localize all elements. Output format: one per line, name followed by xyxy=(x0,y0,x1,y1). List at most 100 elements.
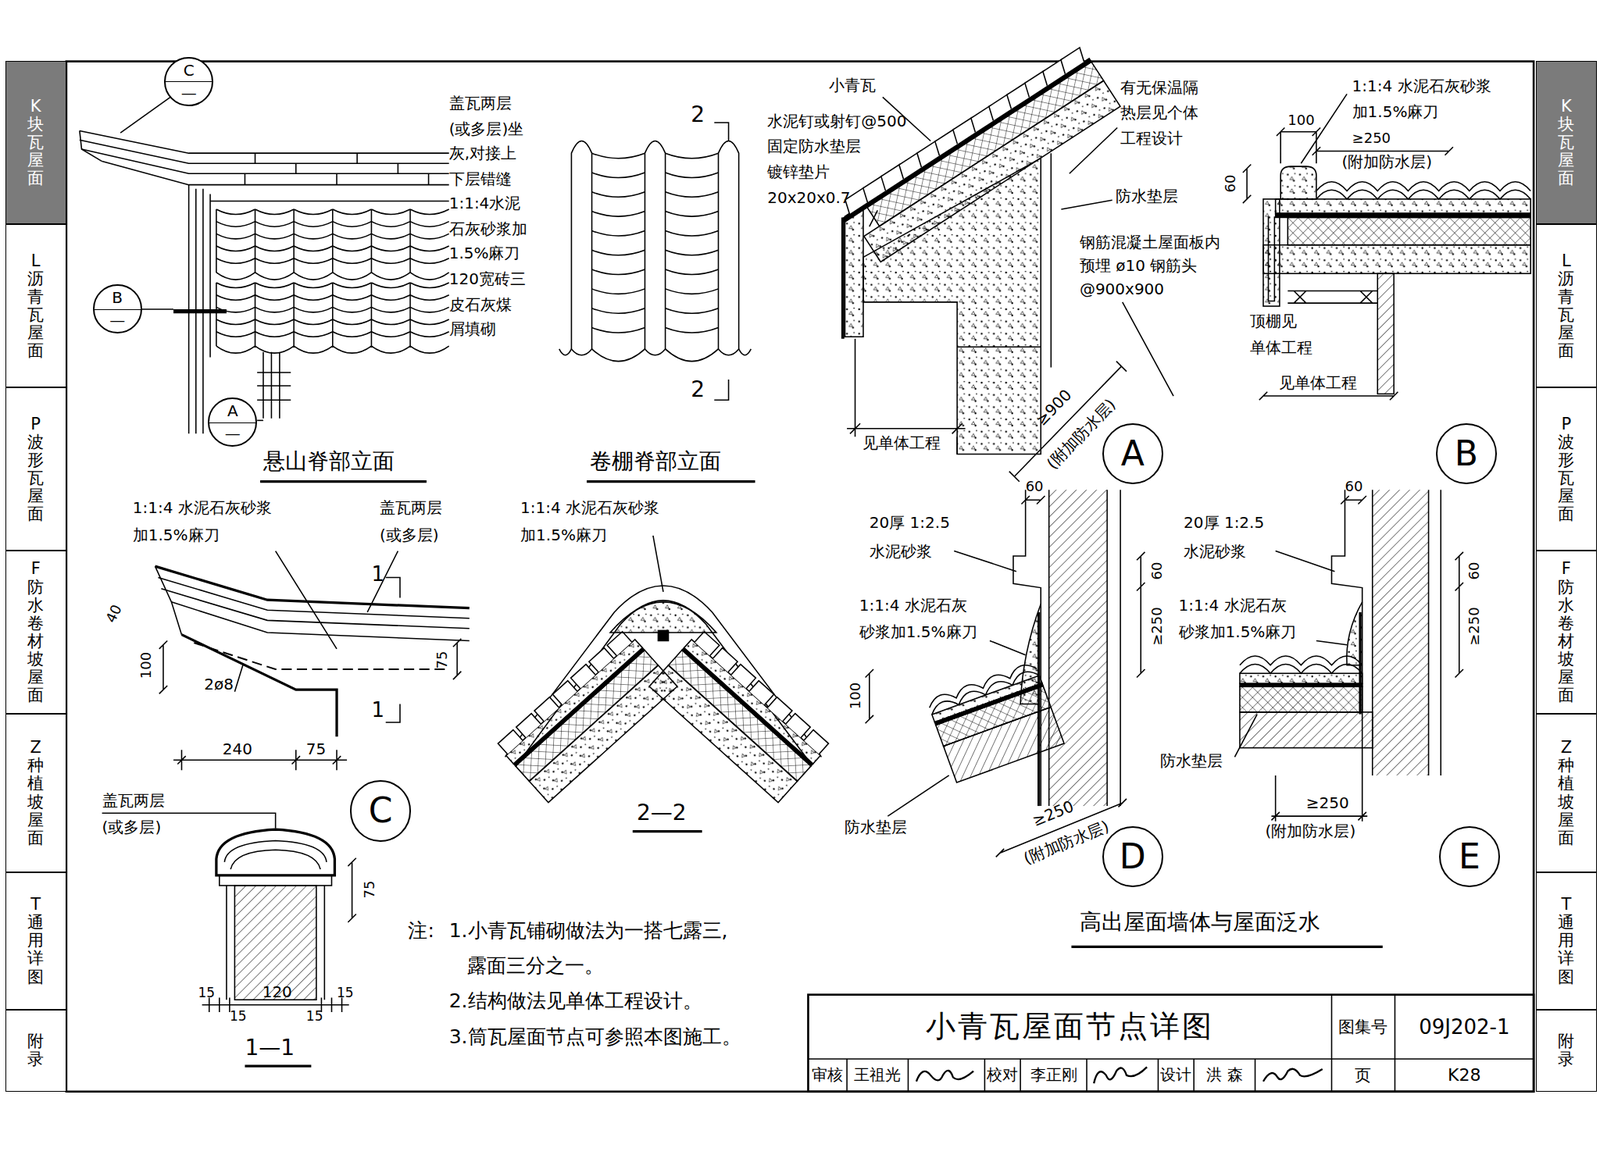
drawing-line xyxy=(1057,47,1088,75)
side-tab: 附录 xyxy=(1535,1010,1597,1092)
side-tab: T通用详图 xyxy=(5,872,67,1011)
tab-text: K块瓦屋面 xyxy=(1557,97,1575,188)
side-tab: T通用详图 xyxy=(1535,872,1597,1011)
drawing-line xyxy=(1049,489,1108,807)
drawing-line xyxy=(216,282,256,289)
divider-line xyxy=(165,81,212,83)
drawing-line xyxy=(410,233,450,240)
drawing-line xyxy=(410,319,450,325)
annotation: 2—2 xyxy=(636,800,687,826)
drawing-line xyxy=(516,714,542,739)
annotation: 15 xyxy=(306,1009,324,1025)
drawing-line xyxy=(293,209,333,215)
drawing-line xyxy=(926,660,1065,783)
annotation: 见单体工程 xyxy=(1278,374,1358,393)
title-cell: 李正刚 xyxy=(1020,1059,1087,1093)
annotation: 1:1:4 水泥石灰 xyxy=(859,596,968,615)
annotation: (附加防水层) xyxy=(1342,153,1433,172)
drawing-line xyxy=(665,328,719,334)
tile-course xyxy=(497,632,632,755)
drawing-line xyxy=(749,681,775,706)
annotation: 防水垫层 xyxy=(1160,752,1223,771)
drawing-line xyxy=(807,995,1534,1093)
drawing-line xyxy=(589,648,615,673)
drawing-title: 小青瓦屋面节点详图 xyxy=(807,994,1332,1059)
drawing-line xyxy=(371,295,411,301)
tab-text: Z种植坡屋面 xyxy=(27,739,44,848)
drawing-line xyxy=(1071,946,1383,949)
drawing-line xyxy=(586,480,756,483)
drawing-line xyxy=(255,246,295,252)
cell-text: 设计 xyxy=(1160,1064,1192,1086)
drawing-line xyxy=(552,681,578,706)
annotation: 镀锌垫片 xyxy=(767,163,830,182)
side-tab: Z种植坡屋面 xyxy=(1535,714,1597,872)
annotation: 有无保温隔 xyxy=(1120,78,1199,97)
drawing-line xyxy=(592,349,646,362)
drawing-line xyxy=(665,289,719,295)
drawing-line xyxy=(1372,489,1442,776)
title-cell: 洪 森 xyxy=(1193,1059,1255,1093)
drawing-line xyxy=(665,230,719,236)
drawing-line xyxy=(255,233,295,240)
annotation: 1:1:4 水泥石灰 xyxy=(1178,596,1287,615)
drawing-line xyxy=(371,282,373,347)
divider-line xyxy=(94,309,141,311)
drawing-line xyxy=(410,295,450,301)
tab-text: 附录 xyxy=(1557,1032,1575,1069)
drawing-line xyxy=(255,209,295,215)
annotation: 盖瓦两层 xyxy=(102,792,165,811)
side-tab: F防水卷材坡屋面 xyxy=(1535,550,1597,715)
side-tab: F防水卷材坡屋面 xyxy=(5,550,67,715)
drawing-line xyxy=(155,566,183,636)
drawing-line xyxy=(571,349,592,356)
title-cell: 09J202-1 xyxy=(1394,994,1534,1059)
drawing-line xyxy=(592,192,646,198)
drawing-line xyxy=(244,1065,311,1068)
drawing-line xyxy=(410,209,450,215)
annotation: 20厚 1:2.5 xyxy=(869,514,950,533)
drawing-line xyxy=(657,630,668,641)
tab-text: T通用详图 xyxy=(1557,896,1575,986)
drawing-line xyxy=(120,96,171,133)
annotation: (或多层)坐 xyxy=(449,120,525,139)
dimension-text: 75 xyxy=(433,651,450,670)
drawing-line xyxy=(216,829,336,876)
title-cell: 校对 xyxy=(984,1059,1021,1093)
side-tab: L沥青瓦屋面 xyxy=(5,224,67,388)
drawing-line xyxy=(610,602,717,633)
drawing-line xyxy=(1287,217,1531,245)
drawing-line xyxy=(718,140,740,349)
drawing-line xyxy=(1263,199,1280,307)
drawing-line xyxy=(332,258,372,265)
drawing-line xyxy=(293,307,333,313)
annotation: 防水垫层 xyxy=(844,818,908,837)
side-tab: K块瓦屋面 xyxy=(1535,60,1597,225)
drawing-line xyxy=(257,420,264,422)
callout-sheet: — xyxy=(209,425,256,442)
drawing-line xyxy=(718,349,740,356)
cell-text: 页 xyxy=(1354,1064,1372,1087)
dimension-text: 60 xyxy=(1222,175,1240,193)
drawing-line xyxy=(1287,290,1378,304)
dimension-text: 60 xyxy=(1466,562,1483,581)
tile-course xyxy=(694,632,829,755)
drawing-line xyxy=(592,153,646,159)
drawing-line xyxy=(865,669,874,724)
side-tab: K块瓦屋面 xyxy=(5,60,67,225)
dimension-text: ≥250 xyxy=(1466,607,1483,646)
drawing-line xyxy=(66,61,1534,1093)
drawing-line xyxy=(410,282,450,289)
drawing-line xyxy=(1275,199,1532,214)
drawing-line xyxy=(571,140,592,349)
dimension-text: 100 xyxy=(846,682,864,710)
drawing-line xyxy=(173,309,227,314)
drawing-line xyxy=(332,209,334,273)
annotation: 皮石灰煤 xyxy=(449,296,512,315)
drawing-line xyxy=(943,707,1065,783)
tab-text: 附录 xyxy=(27,1032,44,1069)
drawing-line xyxy=(171,602,469,642)
tile-course xyxy=(841,47,1087,215)
annotation: 高出屋面墙体与屋面泛水 xyxy=(1079,910,1321,936)
drawing-line xyxy=(409,282,411,347)
